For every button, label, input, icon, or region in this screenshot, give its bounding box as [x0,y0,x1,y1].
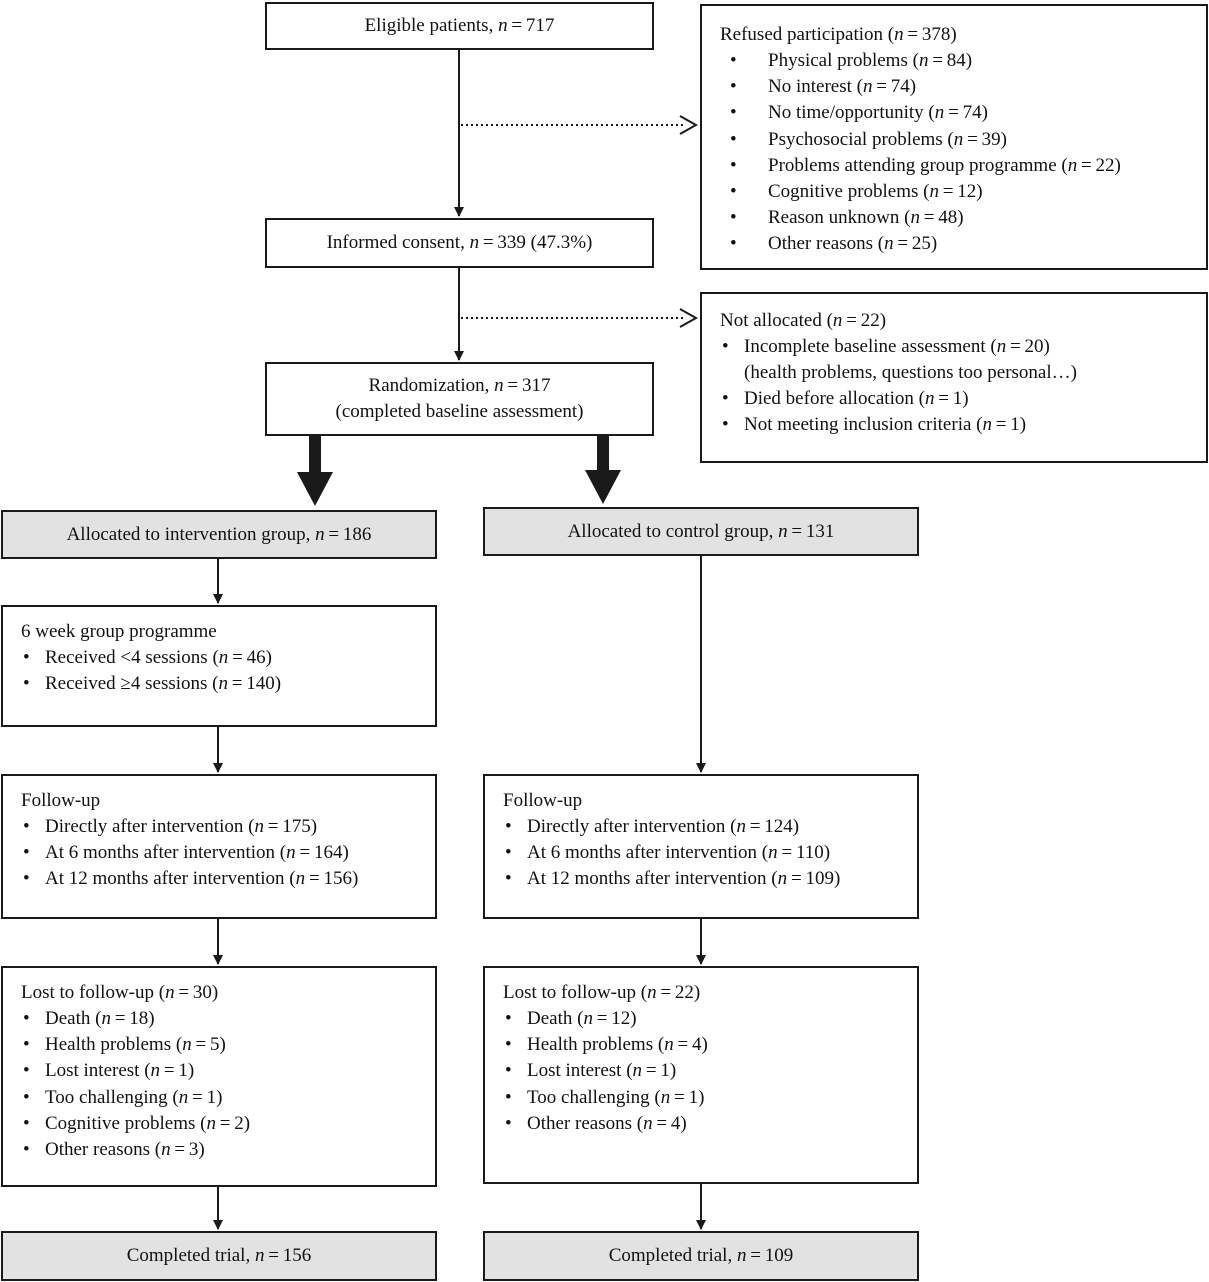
list-item: At 12 months after intervention (n = 156… [21,866,417,892]
list-item: Directly after intervention (n = 175) [21,814,417,840]
refused-reasons-list: Physical problems (n = 84) No interest (… [720,48,1188,258]
list-item: Lost interest (n = 1) [21,1058,417,1084]
control-lost-list: Death (n = 12) Health problems (n = 4) L… [503,1006,899,1137]
informed-consent-label: Informed consent, n = 339 (47.3%) [326,232,593,253]
refused-participation-box: Refused participation (n = 378) Physical… [700,4,1208,270]
allocated-intervention-box: Allocated to intervention group, n = 186 [1,510,437,559]
list-item: At 6 months after intervention (n = 164) [21,840,417,866]
not-allocated-list: Incomplete baseline assessment (n = 20) [720,334,1188,360]
list-item: Died before allocation (n = 1) [720,386,1188,412]
control-followup-heading: Follow-up [503,790,583,811]
intervention-followup-box: Follow-up Directly after intervention (n… [1,774,437,919]
control-completed-label: Completed trial, n = 109 [608,1245,794,1266]
list-item: No interest (n = 74) [720,74,1188,100]
list-item: Too challenging (n = 1) [503,1085,899,1111]
thick-arrow-shaft-intervention [309,436,321,474]
refused-participation-heading: Refused participation (n = 378) [720,24,957,45]
control-followup-box: Follow-up Directly after intervention (n… [483,774,919,919]
list-item: Not meeting inclusion criteria (n = 1) [720,412,1188,438]
list-item: Cognitive problems (n = 2) [21,1111,417,1137]
not-allocated-box: Not allocated (n = 22) Incomplete baseli… [700,292,1208,463]
list-item: No time/opportunity (n = 74) [720,100,1188,126]
not-allocated-sub-note: (health problems, questions too personal… [744,362,1077,384]
control-completed-box: Completed trial, n = 109 [483,1231,919,1281]
group-programme-box: 6 week group programme Received <4 sessi… [1,605,437,727]
list-item: At 12 months after intervention (n = 109… [503,866,899,892]
allocated-control-box: Allocated to control group, n = 131 [483,507,919,556]
intervention-completed-box: Completed trial, n = 156 [1,1231,437,1281]
list-item: Other reasons (n = 3) [21,1137,417,1163]
list-item: Health problems (n = 5) [21,1032,417,1058]
list-item: Health problems (n = 4) [503,1032,899,1058]
list-item: Lost interest (n = 1) [503,1058,899,1084]
intervention-followup-list: Directly after intervention (n = 175) At… [21,814,417,893]
thick-arrowhead-control [585,470,621,504]
list-item: Incomplete baseline assessment (n = 20) [720,334,1188,360]
thick-arrow-shaft-control [597,436,609,472]
list-item: Too challenging (n = 1) [21,1085,417,1111]
list-item: Received ≥4 sessions (n = 140) [21,671,417,697]
list-item: Death (n = 12) [503,1006,899,1032]
intervention-lost-list: Death (n = 18) Health problems (n = 5) L… [21,1006,417,1163]
eligible-patients-box: Eligible patients, n = 717 [265,2,654,50]
randomization-box: Randomization, n = 317 (completed baseli… [265,362,654,436]
control-lost-heading: Lost to follow-up (n = 22) [503,982,701,1003]
intervention-lost-box: Lost to follow-up (n = 30) Death (n = 18… [1,966,437,1187]
intervention-followup-heading: Follow-up [21,790,101,811]
group-programme-heading: 6 week group programme [21,621,217,642]
list-item: Other reasons (n = 4) [503,1111,899,1137]
list-item: At 6 months after intervention (n = 110) [503,840,899,866]
informed-consent-box: Informed consent, n = 339 (47.3%) [265,218,654,268]
open-arrowhead-refused [679,115,699,135]
open-arrowhead-not-allocated [679,308,699,328]
intervention-completed-label: Completed trial, n = 156 [126,1245,312,1266]
eligible-patients-label: Eligible patients, n = 717 [364,15,555,36]
list-item: Directly after intervention (n = 124) [503,814,899,840]
thick-arrowhead-intervention [297,472,333,506]
list-item: Cognitive problems (n = 12) [720,179,1188,205]
not-allocated-list-continued: Died before allocation (n = 1) Not meeti… [720,386,1188,439]
group-programme-list: Received <4 sessions (n = 46) Received ≥… [21,645,417,698]
randomization-label: Randomization, n = 317 [368,375,551,396]
allocated-control-label: Allocated to control group, n = 131 [567,520,835,542]
intervention-lost-heading: Lost to follow-up (n = 30) [21,982,219,1003]
list-item: Psychosocial problems (n = 39) [720,127,1188,153]
list-item: Reason unknown (n = 48) [720,205,1188,231]
allocated-intervention-label: Allocated to intervention group, n = 186 [66,523,372,545]
control-lost-box: Lost to follow-up (n = 22) Death (n = 12… [483,966,919,1184]
control-followup-list: Directly after intervention (n = 124) At… [503,814,899,893]
list-item: Problems attending group programme (n = … [720,153,1188,179]
list-item: Death (n = 18) [21,1006,417,1032]
randomization-sublabel: (completed baseline assessment) [335,401,584,422]
list-item: Other reasons (n = 25) [720,231,1188,257]
list-item: Physical problems (n = 84) [720,48,1188,74]
list-item: Received <4 sessions (n = 46) [21,645,417,671]
not-allocated-heading: Not allocated (n = 22) [720,310,887,331]
